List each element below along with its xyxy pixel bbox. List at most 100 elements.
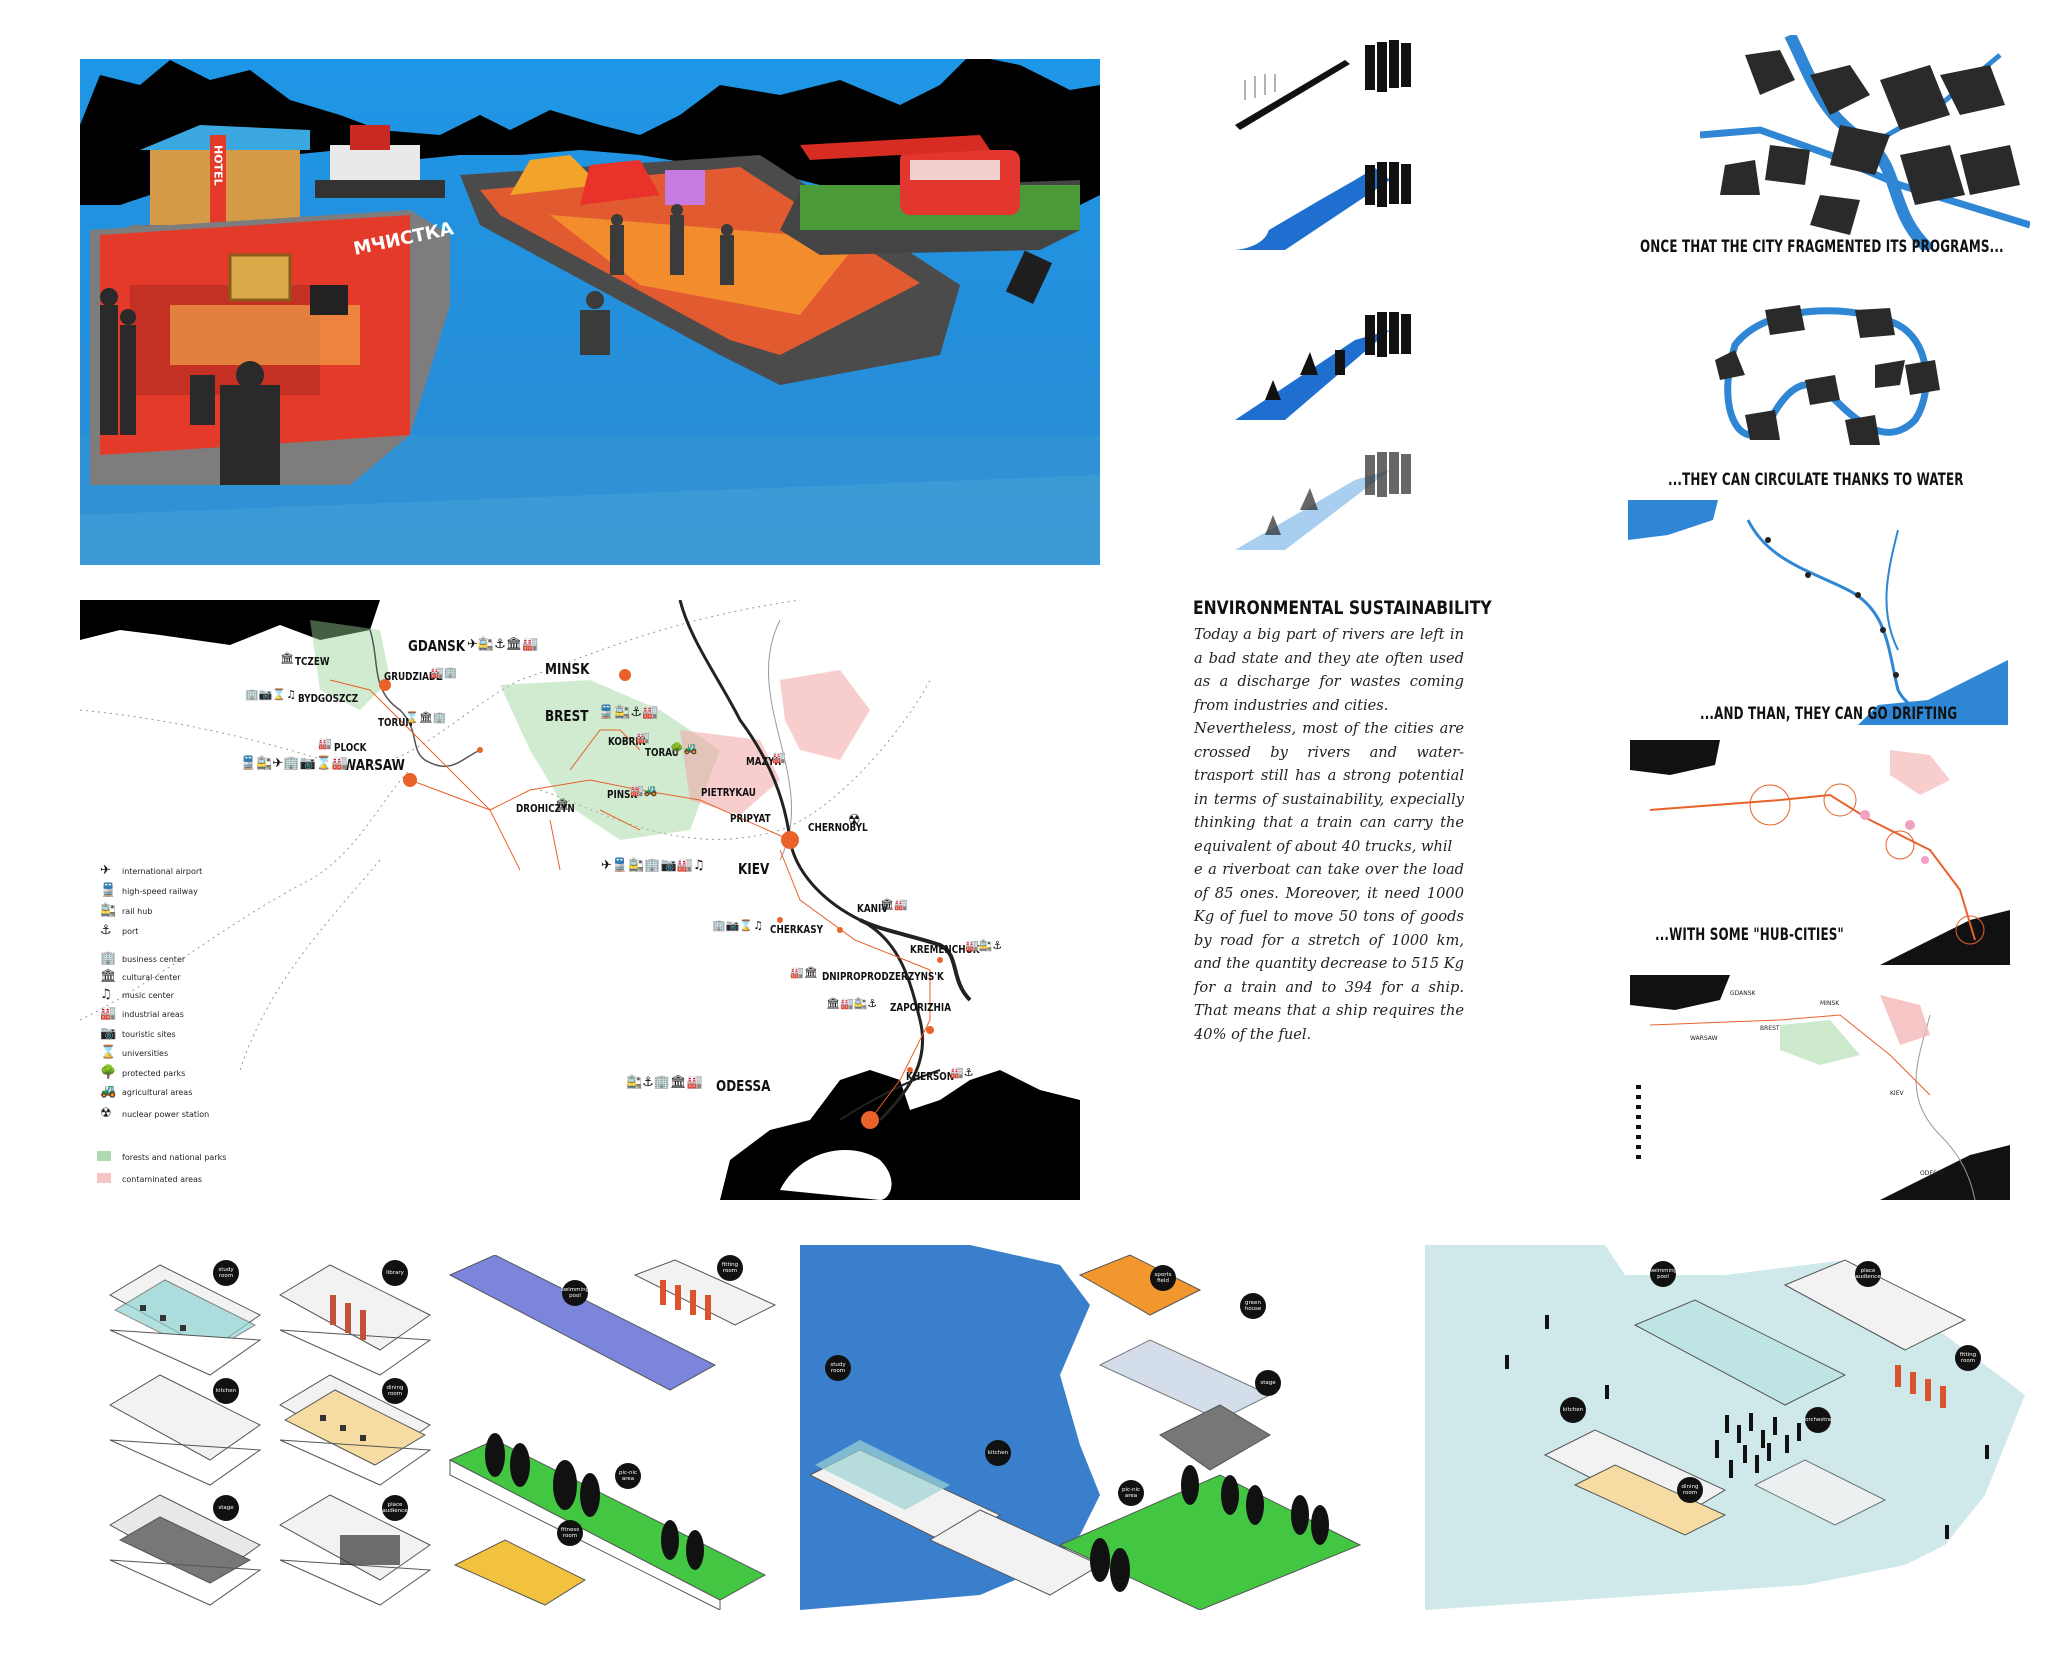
city-brest: BREST — [545, 707, 589, 725]
legend-label: international airport — [122, 867, 203, 876]
legend-item-train-fast: 🚆high-speed railway — [100, 883, 198, 898]
legend-label: industrial areas — [122, 1010, 184, 1019]
svg-text:MINSK: MINSK — [1820, 1000, 1840, 1007]
city-chernobyl: CHERNOBYL — [808, 821, 868, 834]
city-minsk: MINSK — [545, 660, 590, 678]
torau-icons: 🌳🚜 — [670, 742, 698, 755]
brest-icons: 🚆🚉⚓🏭 — [598, 705, 659, 720]
city-odessa: ODESSA — [716, 1077, 771, 1095]
module-catalog: study room library kitchen dining room s… — [100, 1255, 440, 1610]
kobrin-icon: 🏭 — [636, 731, 650, 744]
legend-label: protected parks — [122, 1069, 186, 1078]
pinsk-icons: 🏭🚜 — [630, 784, 658, 797]
hotel-sign: HOTEL — [212, 145, 225, 186]
chernobyl-icon: ☢ — [848, 812, 861, 828]
label-fitting-room-light: fitting room — [1955, 1345, 1981, 1371]
city-zaporizhia: ZAPORIZHIA — [890, 1001, 952, 1014]
legend-item-music: ♫music center — [100, 987, 174, 1002]
odessa-icons: 🚉⚓🏢🏛🏭 — [626, 1075, 703, 1090]
caption-circulate: ...THEY CAN CIRCULATE THANKS TO WATER — [1668, 470, 1964, 490]
city-grudziadz: GRUDZIADZ — [384, 670, 443, 683]
legend-label: nuclear power station — [122, 1110, 210, 1119]
circulate-map — [1705, 300, 1945, 450]
legend-item-train: 🚉rail hub — [100, 903, 152, 918]
museum-icon: 🏛 — [100, 969, 117, 984]
city-kaniv: KANIV — [857, 902, 889, 915]
label-green-house: green house — [1240, 1293, 1266, 1319]
cherkasy-icons: 🏢📷⌛♫ — [712, 919, 763, 932]
label-kitchen: kitchen — [213, 1378, 239, 1404]
legend-label: contaminated areas — [122, 1175, 203, 1184]
torun-icons: ⌛🏛🏢 — [405, 711, 447, 724]
label-dining-room-light: dining room — [1677, 1477, 1703, 1503]
label-stage-harbor: stage — [1255, 1370, 1281, 1396]
camera-icon: 📷 — [100, 1026, 117, 1041]
city-kiev: KIEV — [738, 860, 770, 878]
collage-image: HOTEL МЧИСТКА — [80, 55, 1100, 565]
label-swimming-pool: swimming pool — [561, 1280, 589, 1306]
legend-label: agricultural areas — [122, 1088, 193, 1097]
legend-item-tractor: 🚜 agricultural areas — [100, 1084, 193, 1099]
city-mazyr: MAZYR — [746, 755, 782, 768]
city-warsaw: WARSAW — [343, 756, 405, 774]
long-barges: swimming pool fitting room pic-nic area … — [445, 1255, 790, 1610]
legend-item-anchor: ⚓ port — [100, 923, 139, 938]
assembled-harbor-light: swimming pool place audience fitting roo… — [1425, 1245, 2030, 1610]
legend-label: touristic sites — [122, 1030, 176, 1039]
kaniv-icons: 🏛🏭 — [880, 898, 908, 911]
dnipro-icons: 🏭🏛 — [790, 966, 818, 979]
warsaw-icons: 🚆🚉✈🏢📷⌛🏭 — [240, 756, 349, 771]
city-pripyat: PRIPYAT — [730, 812, 771, 825]
city-dniprodzerzynsk: DNIPROPRODZERZYNS'K — [822, 970, 944, 983]
legend-label: cultural center — [122, 973, 181, 982]
city-cherkasy: CHERKASY — [770, 923, 823, 936]
city-bydgoszcz: BYDGOSZCZ — [298, 692, 359, 705]
university-icon: ⌛ — [100, 1045, 117, 1060]
legend-label: forests and national parks — [122, 1153, 227, 1162]
svg-text:GDANSK: GDANSK — [1730, 990, 1757, 997]
svg-text:WARSAW: WARSAW — [1690, 1035, 1718, 1042]
music-icon: ♫ — [100, 987, 112, 1002]
city-torau: TORAU — [645, 746, 679, 759]
body-paragraph-2: Nevertheless, most of the cities are cro… — [1194, 720, 1464, 855]
label-sports-field: sports field — [1150, 1265, 1176, 1291]
drohiczyn-icon: 🏛 — [555, 798, 569, 811]
legend-label: port — [122, 927, 139, 936]
label-picnic-area: pic-nic area — [615, 1463, 641, 1489]
legend-area-1: contaminated areas — [97, 1173, 203, 1184]
gdansk-icons: ✈🚉⚓🏛🏭 — [467, 637, 539, 652]
drifting-map — [1628, 500, 2008, 725]
label-swimming-pool-light: swimming pool — [1649, 1261, 1677, 1287]
label-picnic-harbor: pic-nic area — [1118, 1480, 1144, 1506]
city-kremenchuk: KREMENCHUK — [910, 943, 980, 956]
legend-swatch — [97, 1151, 111, 1161]
legend-item-camera: 📷 touristic sites — [100, 1026, 176, 1041]
legend-label: high-speed railway — [122, 887, 198, 896]
tractor-icon: 🚜 — [100, 1084, 117, 1099]
city-gdansk: GDANSK — [408, 637, 466, 655]
city-pietrykau: PIETRYKAU — [701, 786, 756, 799]
anchor-icon: ⚓ — [100, 923, 112, 938]
svg-text:BREST: BREST — [1760, 1025, 1780, 1032]
city-torun: TORUN — [378, 716, 413, 729]
city-plock: PLOCK — [334, 741, 367, 754]
tree-icon: 🌳 — [100, 1065, 117, 1080]
caption-fragmented: ONCE THAT THE CITY FRAGMENTED ITS PROGRA… — [1640, 237, 2004, 257]
label-library: library — [382, 1260, 408, 1286]
zaporizhia-icons: 🏛🏭🚉⚓ — [826, 997, 878, 1010]
legend-item-tree: 🌳 protected parks — [100, 1065, 186, 1080]
tczew-icon: 🏛 — [280, 652, 294, 665]
label-stage: stage — [213, 1495, 239, 1521]
label-kitchen-light: kitchen — [1560, 1397, 1586, 1423]
bydgoszcz-icons: 🏢📷⌛♫ — [245, 688, 296, 701]
river-network-map — [80, 600, 1080, 1200]
legend-item-building: 🏢business center — [100, 951, 185, 966]
legend-item-museum: 🏛 cultural center — [100, 969, 181, 984]
factory-icon: 🏭 — [100, 1006, 117, 1021]
label-dining-room: dining room — [382, 1378, 408, 1404]
fragmented-city-map — [1700, 35, 2030, 250]
label-place-audience-light: place audience — [1855, 1261, 1881, 1287]
kiev-icons: ✈🚆🚉🏢📷🏭♫ — [601, 858, 705, 873]
city-tczew: TCZEW — [295, 655, 330, 668]
